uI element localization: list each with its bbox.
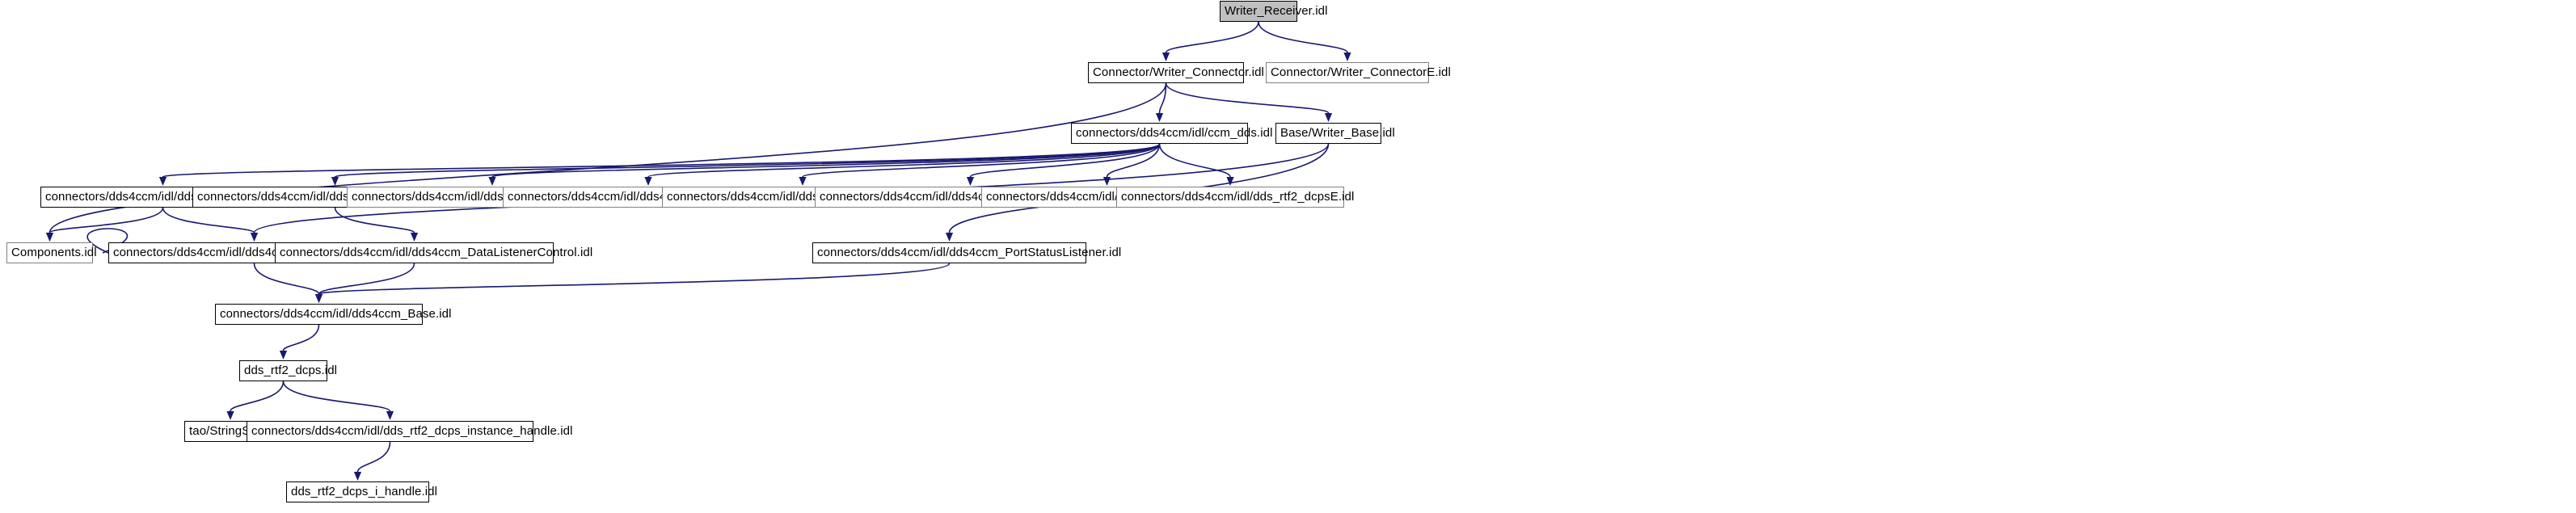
graph-node-dds4ccm_portstatuslistener[interactable]: connectors/dds4ccm/idl/dds4ccm_PortStatu… [812, 242, 1121, 263]
edge-ccm_dds-to-dds4ccm_portstatuslistener_e-arrowhead [799, 177, 807, 186]
edge-ccm_dds-to-dds4ccm_datalistenerctrl_e-arrowhead [488, 177, 496, 186]
graph-node-dds4ccm_datalistenerctrl[interactable]: connectors/dds4ccm/idl/dds4ccm_DataListe… [275, 242, 592, 263]
edge-dds_rtf2_dcps-to-tao_stringseq [230, 381, 285, 412]
edge-dds4ccm_connector-to-components [48, 207, 164, 233]
graph-node-writer_connector[interactable]: Connector/Writer_Connector.idl [1088, 62, 1264, 83]
edge-ccm_dds-to-dds4ccm_statelistenerctrl [334, 143, 1161, 178]
edge-ccm_dds-to-dds4ccm_statelistenerctrl-arrowhead [331, 177, 339, 186]
graph-node-components[interactable]: Components.idl [6, 242, 97, 263]
edge-writer_base-to-dds4ccm_portstatuslistener-arrowhead [945, 233, 954, 242]
edge-dds4ccm_portstatuslistener-to-dds4ccm_base-arrowhead [314, 294, 323, 303]
edge-dds4ccm_statelistenerctrl-to-dds4ccm_datalistenerctrl-arrowhead [410, 233, 419, 242]
graph-node-dds_rtf2_dcps_e[interactable]: connectors/dds4ccm/idl/dds_rtf2_dcpsE.id… [1116, 187, 1354, 208]
edge-dds_rtf2_dcps-to-dds_rtf2_instance_handle [282, 381, 391, 412]
edge-writer_receiver-to-writer_connector-arrowhead [1162, 53, 1170, 61]
edge-ccm_dds-to-dds4ccm_statelistenerctrl_e-arrowhead [644, 177, 652, 186]
edge-writer_receiver-to-writer_connector_e [1258, 21, 1348, 53]
graph-node-writer_connector_e[interactable]: Connector/Writer_ConnectorE.idl [1266, 62, 1451, 83]
graph-node-dds_rtf2_instance_handle[interactable]: connectors/dds4ccm/idl/dds_rtf2_dcps_ins… [247, 421, 572, 442]
graph-node-dds_rtf2_dcps[interactable]: dds_rtf2_dcps.idl [239, 360, 337, 381]
graph-node-dds_rtf2_i_handle[interactable]: dds_rtf2_dcps_i_handle.idl [286, 481, 437, 502]
edge-ccm_dds-to-dds4ccm_connector_e [1106, 143, 1161, 178]
edge-ccm_dds-to-dds_rtf2_dcps_e [1158, 143, 1231, 178]
edge-dds_rtf2_instance_handle-to-dds_rtf2_i_handle [356, 441, 391, 473]
edge-dds4ccm_connstatuslistener-to-components [86, 228, 129, 254]
edge-dds4ccm_connector-to-dds4ccm_connstatuslistener [162, 207, 255, 233]
graph-node-ccm_dds[interactable]: connectors/dds4ccm/idl/ccm_dds.idl [1071, 123, 1272, 144]
edge-ccm_dds-to-dds4ccm_portstatuslistener_e [802, 143, 1161, 178]
edge-ccm_dds-to-dds4ccm_datalistenerctrl_e [491, 143, 1161, 178]
edge-dds_rtf2_instance_handle-to-dds_rtf2_i_handle-arrowhead [353, 472, 362, 481]
edge-dds4ccm_base-to-dds_rtf2_dcps [282, 324, 320, 351]
edge-dds_rtf2_dcps-to-dds_rtf2_instance_handle-arrowhead [386, 411, 394, 420]
edge-ccm_dds-to-dds_rtf2_dcps_e-arrowhead [1226, 177, 1234, 186]
edge-ccm_dds-to-dds4ccm_connstatuslistener_e [969, 143, 1161, 178]
graph-node-writer_receiver[interactable]: Writer_Receiver.idl [1220, 1, 1327, 22]
edge-dds4ccm_statelistenerctrl-to-dds4ccm_datalistenerctrl [334, 207, 415, 233]
edge-writer_connector-to-writer_base [1165, 82, 1330, 114]
edge-ccm_dds-to-dds4ccm_connstatuslistener_e-arrowhead [966, 177, 975, 186]
edge-writer_receiver-to-writer_connector [1165, 21, 1259, 53]
edge-dds4ccm_base-to-dds_rtf2_dcps-arrowhead [279, 351, 288, 360]
graph-node-writer_base[interactable]: Base/Writer_Base.idl [1275, 123, 1395, 144]
edge-ccm_dds-to-dds4ccm_connector [162, 143, 1161, 178]
graph-node-dds4ccm_base[interactable]: connectors/dds4ccm/idl/dds4ccm_Base.idl [215, 304, 451, 325]
edge-ccm_dds-to-dds4ccm_statelistenerctrl_e [647, 143, 1161, 178]
edge-writer_connector-to-ccm_dds [1158, 82, 1167, 114]
edge-dds4ccm_portstatuslistener-to-dds4ccm_base [318, 263, 951, 295]
edge-writer_connector-to-writer_base-arrowhead [1324, 113, 1333, 122]
edge-dds_rtf2_dcps-to-tao_stringseq-arrowhead [226, 411, 234, 420]
edge-dds4ccm_datalistenerctrl-to-dds4ccm_base [318, 263, 415, 295]
edge-writer_receiver-to-writer_connector_e-arrowhead [1343, 53, 1351, 61]
edge-ccm_dds-to-dds4ccm_connector_e-arrowhead [1102, 177, 1111, 186]
edge-dds4ccm_connector-to-components-arrowhead [45, 233, 54, 242]
edge-dds4ccm_connector-to-dds4ccm_connstatuslistener-arrowhead [250, 233, 259, 242]
edge-ccm_dds-to-dds4ccm_connector-arrowhead [158, 177, 167, 186]
edge-writer_connector-to-components [48, 82, 1167, 233]
edge-dds4ccm_connstatuslistener-to-dds4ccm_base [253, 263, 320, 295]
edge-writer_connector-to-ccm_dds-arrowhead [1155, 113, 1164, 122]
